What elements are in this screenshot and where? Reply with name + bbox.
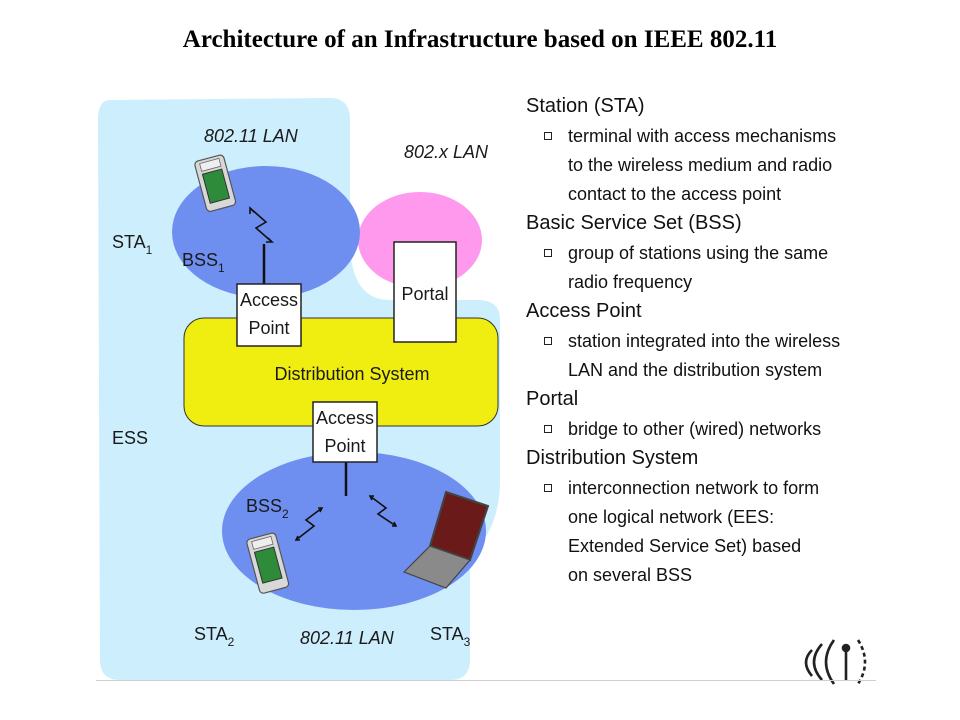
- legend-term: Station (STA): [526, 95, 645, 117]
- legend-definition: terminal with access mechanisms to the wi…: [526, 122, 946, 209]
- legend-definition: interconnection network to form one logic…: [526, 474, 946, 590]
- bullet-square-icon: [544, 249, 552, 257]
- access-point-2-label-line2: Point: [324, 436, 365, 456]
- legend-definition-line: Extended Service Set) based: [568, 536, 802, 556]
- legend-definition: group of stations using the same radio fr…: [526, 239, 946, 297]
- legend-definition-line: interconnection network to form: [568, 478, 820, 498]
- lan-bottom-label: 802.11 LAN: [300, 628, 395, 648]
- legend-definition-line: one logical network (EES:: [568, 507, 775, 527]
- bullet-square-icon: [544, 132, 552, 140]
- page-title: Architecture of an Infrastructure based …: [182, 26, 778, 53]
- sta2-device-icon: [246, 532, 290, 594]
- legend-definition: bridge to other (wired) networks: [526, 415, 946, 444]
- access-point-1-label-line2: Point: [248, 318, 289, 338]
- bss1-label: BSS1: [182, 250, 225, 275]
- sta1-device-icon: [194, 154, 237, 212]
- sta3-label: STA3: [430, 624, 471, 649]
- lan-top-label: 802.11 LAN: [204, 126, 299, 146]
- access-point-2-box: [312, 401, 378, 463]
- bullet-square-icon: [544, 425, 552, 433]
- bss2-label: BSS2: [246, 496, 289, 521]
- access-point-1-box: [236, 283, 302, 347]
- legend-definition-line: radio frequency: [568, 272, 693, 292]
- legend-definition-line: group of stations using the same: [568, 243, 829, 263]
- signal-icon-bss2-left: [294, 507, 324, 541]
- bullet-square-icon: [544, 484, 552, 492]
- lan-x-label: 802.x LAN: [404, 142, 489, 162]
- divider: [96, 680, 876, 681]
- legend-definition-line: LAN and the distribution system: [568, 360, 823, 380]
- ess-label: ESS: [112, 428, 148, 448]
- bullet-square-icon: [544, 337, 552, 345]
- portal-box: [393, 241, 457, 343]
- sta1-label: STA1: [112, 232, 153, 257]
- portal-label: Portal: [401, 284, 448, 304]
- legend-definition-line: terminal with access mechanisms: [568, 126, 837, 146]
- access-point-2-label-line1: Access: [316, 408, 374, 428]
- distribution-system-label: Distribution System: [274, 364, 429, 384]
- legend-term: Access Point: [526, 300, 642, 322]
- legend-definition-line: to the wireless medium and radio: [568, 155, 833, 175]
- legend-definition-line: on several BSS: [568, 565, 693, 585]
- legend: Station (STA) terminal with access mechan…: [526, 94, 946, 592]
- legend-term: Portal: [526, 388, 579, 410]
- signal-icon-bss1: [249, 206, 274, 243]
- sta3-laptop-icon: [402, 490, 490, 589]
- logo-icon: [804, 639, 867, 685]
- sta2-label: STA2: [194, 624, 235, 649]
- legend-definition-line: bridge to other (wired) networks: [568, 419, 822, 439]
- legend-definition-line: contact to the access point: [568, 184, 782, 204]
- access-point-1-label-line1: Access: [240, 290, 298, 310]
- legend-term: Basic Service Set (BSS): [526, 212, 742, 234]
- legend-definition-line: station integrated into the wireless: [568, 331, 841, 351]
- signal-icon-bss2-right: [368, 495, 398, 527]
- legend-term: Distribution System: [526, 447, 699, 469]
